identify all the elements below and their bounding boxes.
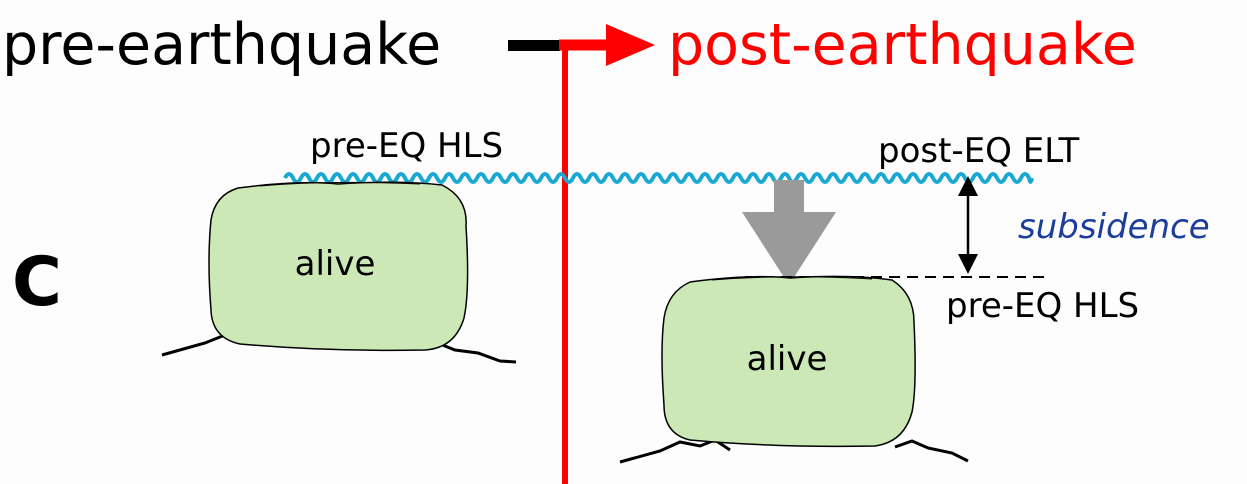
pre-earthquake-label: pre-earthquake: [2, 12, 441, 78]
right-coral-colony: [661, 275, 916, 448]
subsidence-arrow-down-head: [958, 254, 978, 274]
timeline-arrowhead: [606, 24, 655, 66]
panel-letter: C: [12, 243, 62, 322]
left-colony-top-edge: [259, 181, 421, 187]
right-colony-top-edge: [711, 276, 873, 281]
pre-eq-hls-label: pre-EQ HLS: [310, 126, 503, 166]
left-alive-label: alive: [295, 244, 376, 284]
water-level-line: [283, 172, 1034, 184]
shift-arrow-head: [742, 212, 836, 285]
post-eq-elt-label: post-EQ ELT: [878, 131, 1079, 171]
right-alive-label: alive: [747, 339, 828, 379]
shift-arrow-shaft: [774, 180, 804, 214]
subsidence-label: subsidence: [1018, 207, 1210, 247]
pre-eq-hls-old-label: pre-EQ HLS: [946, 286, 1139, 326]
subsidence-arrow-up-head: [958, 176, 978, 196]
post-earthquake-label: post-earthquake: [668, 12, 1137, 78]
timeline-black-segment: [508, 40, 560, 51]
